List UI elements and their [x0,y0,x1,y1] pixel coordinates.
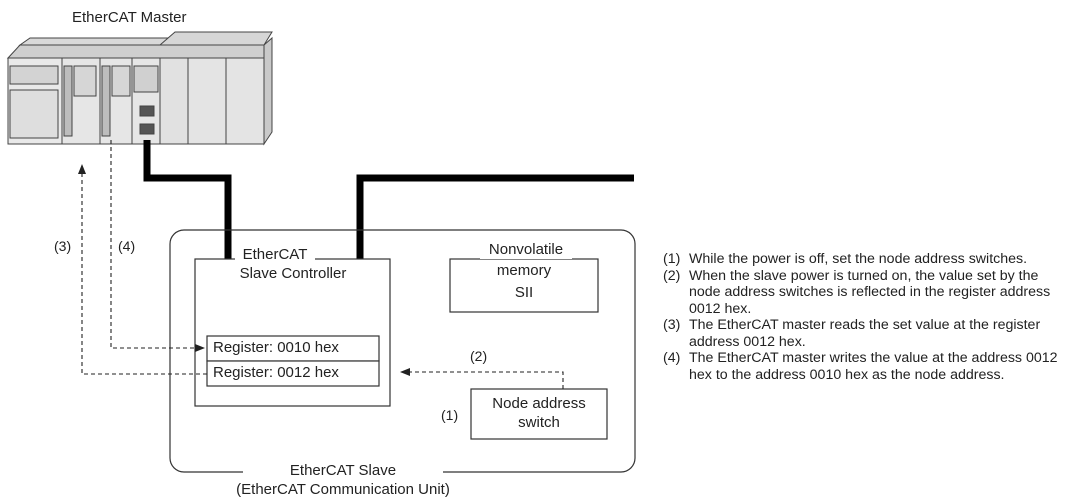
note-number: (3) [663,317,681,333]
arrow-step-3 [78,164,207,375]
note-number: (1) [663,251,681,267]
arrow-step-4 [110,140,205,352]
register-0012-box [206,360,380,387]
note-text: The EtherCAT master reads the set value … [689,317,1041,350]
notes-list: (1) While the power is off, set the node… [663,251,1063,383]
slave-controller-title-line1: EtherCAT [235,246,315,264]
plc-master-illustration [6,31,273,146]
step-2-label: (2) [470,348,488,364]
node-switch-label-line2: switch [518,414,560,431]
step-1-label: (1) [441,407,459,423]
slave-label-line1: EtherCAT Slave [243,462,443,480]
note-item: (3) The EtherCAT master reads the set va… [663,317,1063,350]
nonvolatile-title-line1: Nonvolatile [480,241,572,259]
note-text: While the power is off, set the node add… [689,251,1028,267]
nonvolatile-sii: SII [514,284,534,301]
note-text: The EtherCAT master writes the value at … [689,350,1058,383]
nonvolatile-memory-box [449,258,599,313]
arrow-step-2 [400,368,564,389]
register-0010-box [206,335,380,362]
note-item: (4) The EtherCAT master writes the value… [663,350,1063,383]
ethercat-cable-out [356,174,634,262]
note-text: When the slave power is turned on, the v… [689,267,1051,317]
note-number: (4) [663,350,681,366]
step-3-label: (3) [54,238,72,254]
ethercat-cable-in [143,140,232,262]
note-item: (2) When the slave power is turned on, t… [663,268,1063,318]
master-label: EtherCAT Master [72,9,187,26]
register-0010-label: Register: 0010 hex [213,339,339,356]
step-4-label: (4) [118,238,136,254]
note-number: (2) [663,267,681,284]
node-address-switch-box [470,388,608,440]
slave-controller-title-line2: Slave Controller [239,265,347,282]
node-switch-label-line1: Node address [492,395,586,412]
nonvolatile-title-line2: memory [496,262,552,279]
note-item: (1) While the power is off, set the node… [663,251,1063,268]
register-0012-label: Register: 0012 hex [213,364,339,381]
slave-label-line2: (EtherCAT Communication Unit) [236,481,450,498]
